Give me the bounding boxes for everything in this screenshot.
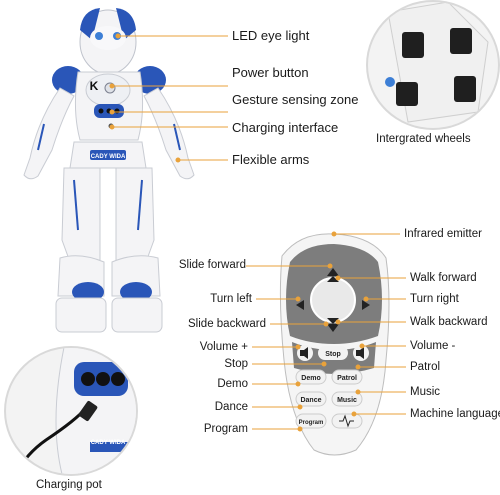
callout-gesture-sensing-zone: Gesture sensing zone: [232, 92, 359, 107]
right-arm: [143, 87, 195, 180]
callout-turn-right: Turn right: [410, 293, 459, 305]
charging-pot-caption: Charging pot: [36, 479, 102, 491]
robot-chest-text: CADY WIDA: [91, 154, 126, 160]
charging-chest-text: CADY WIDA: [90, 440, 126, 446]
callout-music: Music: [410, 386, 441, 398]
wheel-top-right: [450, 28, 472, 54]
wheel-bottom-right: [454, 76, 476, 102]
callout-flexible-arms: Flexible arms: [232, 152, 310, 167]
robot-torso: [74, 71, 144, 141]
wheels-caption: Intergrated wheels: [376, 133, 471, 145]
callout-led-eye-light: LED eye light: [232, 28, 310, 43]
robot-legs: [55, 167, 163, 333]
callout-walk-forward: Walk forward: [410, 272, 477, 284]
remote-dance-button-text[interactable]: Dance: [300, 397, 321, 404]
callout-slide-backward: Slide backward: [188, 318, 266, 330]
callout-volume-plus: Volume +: [199, 341, 248, 353]
callout-slide-forward: Slide forward: [178, 259, 246, 271]
remote-patrol-button-text[interactable]: Patrol: [337, 375, 357, 382]
callout-patrol: Patrol: [410, 361, 441, 373]
remote-music-button-text[interactable]: Music: [337, 397, 357, 404]
remote-program-button-text[interactable]: Program: [299, 420, 324, 426]
callout-dance: Dance: [214, 401, 248, 413]
remote-control: [279, 233, 390, 456]
callout-turn-left: Turn left: [210, 293, 252, 305]
callout-demo: Demo: [217, 378, 248, 390]
wheel-top-left: [402, 32, 424, 58]
charging-pot-inset: [4, 346, 138, 476]
callout-infrared-emitter: Infrared emitter: [404, 228, 482, 240]
callout-machine-language: Machine language: [410, 408, 500, 420]
remote-demo-button-text[interactable]: Demo: [301, 375, 320, 382]
led-eye-left: [95, 32, 103, 40]
robot-logo: K: [90, 79, 99, 93]
callout-stop: Stop: [224, 358, 248, 370]
callout-walk-backward: Walk backward: [410, 316, 488, 328]
remote-stop-button-text[interactable]: Stop: [325, 351, 341, 358]
wheels-drawing: [385, 2, 489, 123]
callout-program: Program: [203, 423, 248, 435]
callout-charging-interface: Charging interface: [232, 120, 339, 135]
wheel-bottom-left: [396, 82, 418, 106]
charging-pot-drawing: [14, 348, 136, 474]
left-arm: [23, 87, 75, 180]
callout-volume-minus: Volume -: [410, 340, 456, 352]
callout-power-button: Power button: [232, 65, 309, 80]
robot-head: [79, 8, 137, 82]
wheels-inset: [366, 0, 500, 130]
